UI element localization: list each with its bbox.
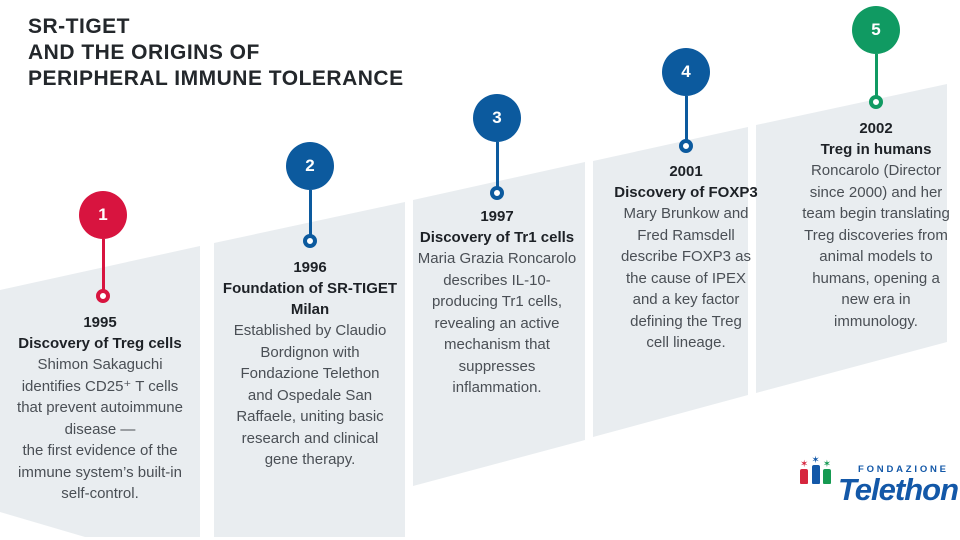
pin-ring-4 <box>679 139 693 153</box>
fondazione-telethon-logo: ✶ ✶ ✶ FONDAZIONE Telethon <box>798 452 959 514</box>
star-icon: ✶ <box>811 455 820 466</box>
star-icon: ✶ <box>822 459 832 470</box>
milestone-1-heading: Discovery of Treg cells <box>18 335 182 352</box>
timeline-pin-5: 5 <box>852 6 900 109</box>
milestone-5: 2002 Treg in humans Roncarolo (Director … <box>784 118 960 332</box>
milestone-number-badge-5: 5 <box>852 6 900 54</box>
page-title: SR-TIGET AND THE ORIGINS OF PERIPHERAL I… <box>28 15 404 90</box>
milestone-4-heading: Discovery of FOXP3 <box>614 184 758 201</box>
telethon-green-figure-icon: ✶ <box>823 460 831 484</box>
milestone-number-badge-1: 1 <box>79 191 127 239</box>
milestone-number-badge-4: 4 <box>662 48 710 96</box>
milestone-2-heading: Foundation of SR-TIGET Milan <box>222 280 398 318</box>
milestone-1-year: 1995 <box>83 314 117 331</box>
milestone-2-description: Established by Claudio Bordignon with Fo… <box>233 322 387 468</box>
logo-telethon-wordmark: Telethon <box>838 472 959 507</box>
pin-stem-3 <box>495 142 499 187</box>
milestone-3-heading: Discovery of Tr1 cells <box>419 229 575 246</box>
logo-fondazione-text: FONDAZIONE <box>858 464 949 475</box>
pin-ring-2 <box>303 234 317 248</box>
milestone-5-heading: Treg in humans <box>820 141 932 158</box>
milestone-4-description: Mary Brunkow and Fred Ramsdell describe … <box>620 205 752 351</box>
pin-ring-5 <box>869 95 883 109</box>
milestone-number-badge-2: 2 <box>286 142 334 190</box>
pin-ring-1 <box>96 289 110 303</box>
telethon-red-figure-icon: ✶ <box>800 460 808 484</box>
milestone-3-description: Maria Grazia Roncarolo describes IL-10- … <box>417 250 577 396</box>
milestone-5-year: 2002 <box>859 120 893 137</box>
milestone-1: 1995 Discovery of Treg cells Shimon Saka… <box>8 312 192 505</box>
milestone-2: 1996 Foundation of SR-TIGET Milan Establ… <box>216 257 404 471</box>
milestone-4-year: 2001 <box>669 163 703 180</box>
milestone-4: 2001 Discovery of FOXP3 Mary Brunkow and… <box>597 161 775 354</box>
milestone-2-year: 1996 <box>293 259 327 276</box>
timeline-pin-1: 1 <box>79 191 127 303</box>
star-icon: ✶ <box>800 459 809 470</box>
milestone-5-description: Roncarolo (Director since 2000) and her … <box>802 162 950 330</box>
milestone-3-year: 1997 <box>480 208 514 225</box>
timeline-pin-2: 2 <box>286 142 334 248</box>
pin-stem-4 <box>684 96 688 140</box>
timeline-pin-3: 3 <box>473 94 521 200</box>
pin-stem-5 <box>874 54 878 96</box>
milestone-3: 1997 Discovery of Tr1 cells Maria Grazia… <box>408 206 586 399</box>
milestone-1-description: Shimon Sakaguchi identifies CD25⁺ T cell… <box>17 356 183 502</box>
pin-ring-3 <box>490 186 504 200</box>
pin-stem-1 <box>101 239 105 290</box>
telethon-blue-figure-icon: ✶ <box>811 455 820 484</box>
milestone-number-badge-3: 3 <box>473 94 521 142</box>
pin-stem-2 <box>308 190 312 235</box>
timeline-pin-4: 4 <box>662 48 710 153</box>
telethon-figures-icon: ✶ ✶ ✶ <box>800 456 831 484</box>
